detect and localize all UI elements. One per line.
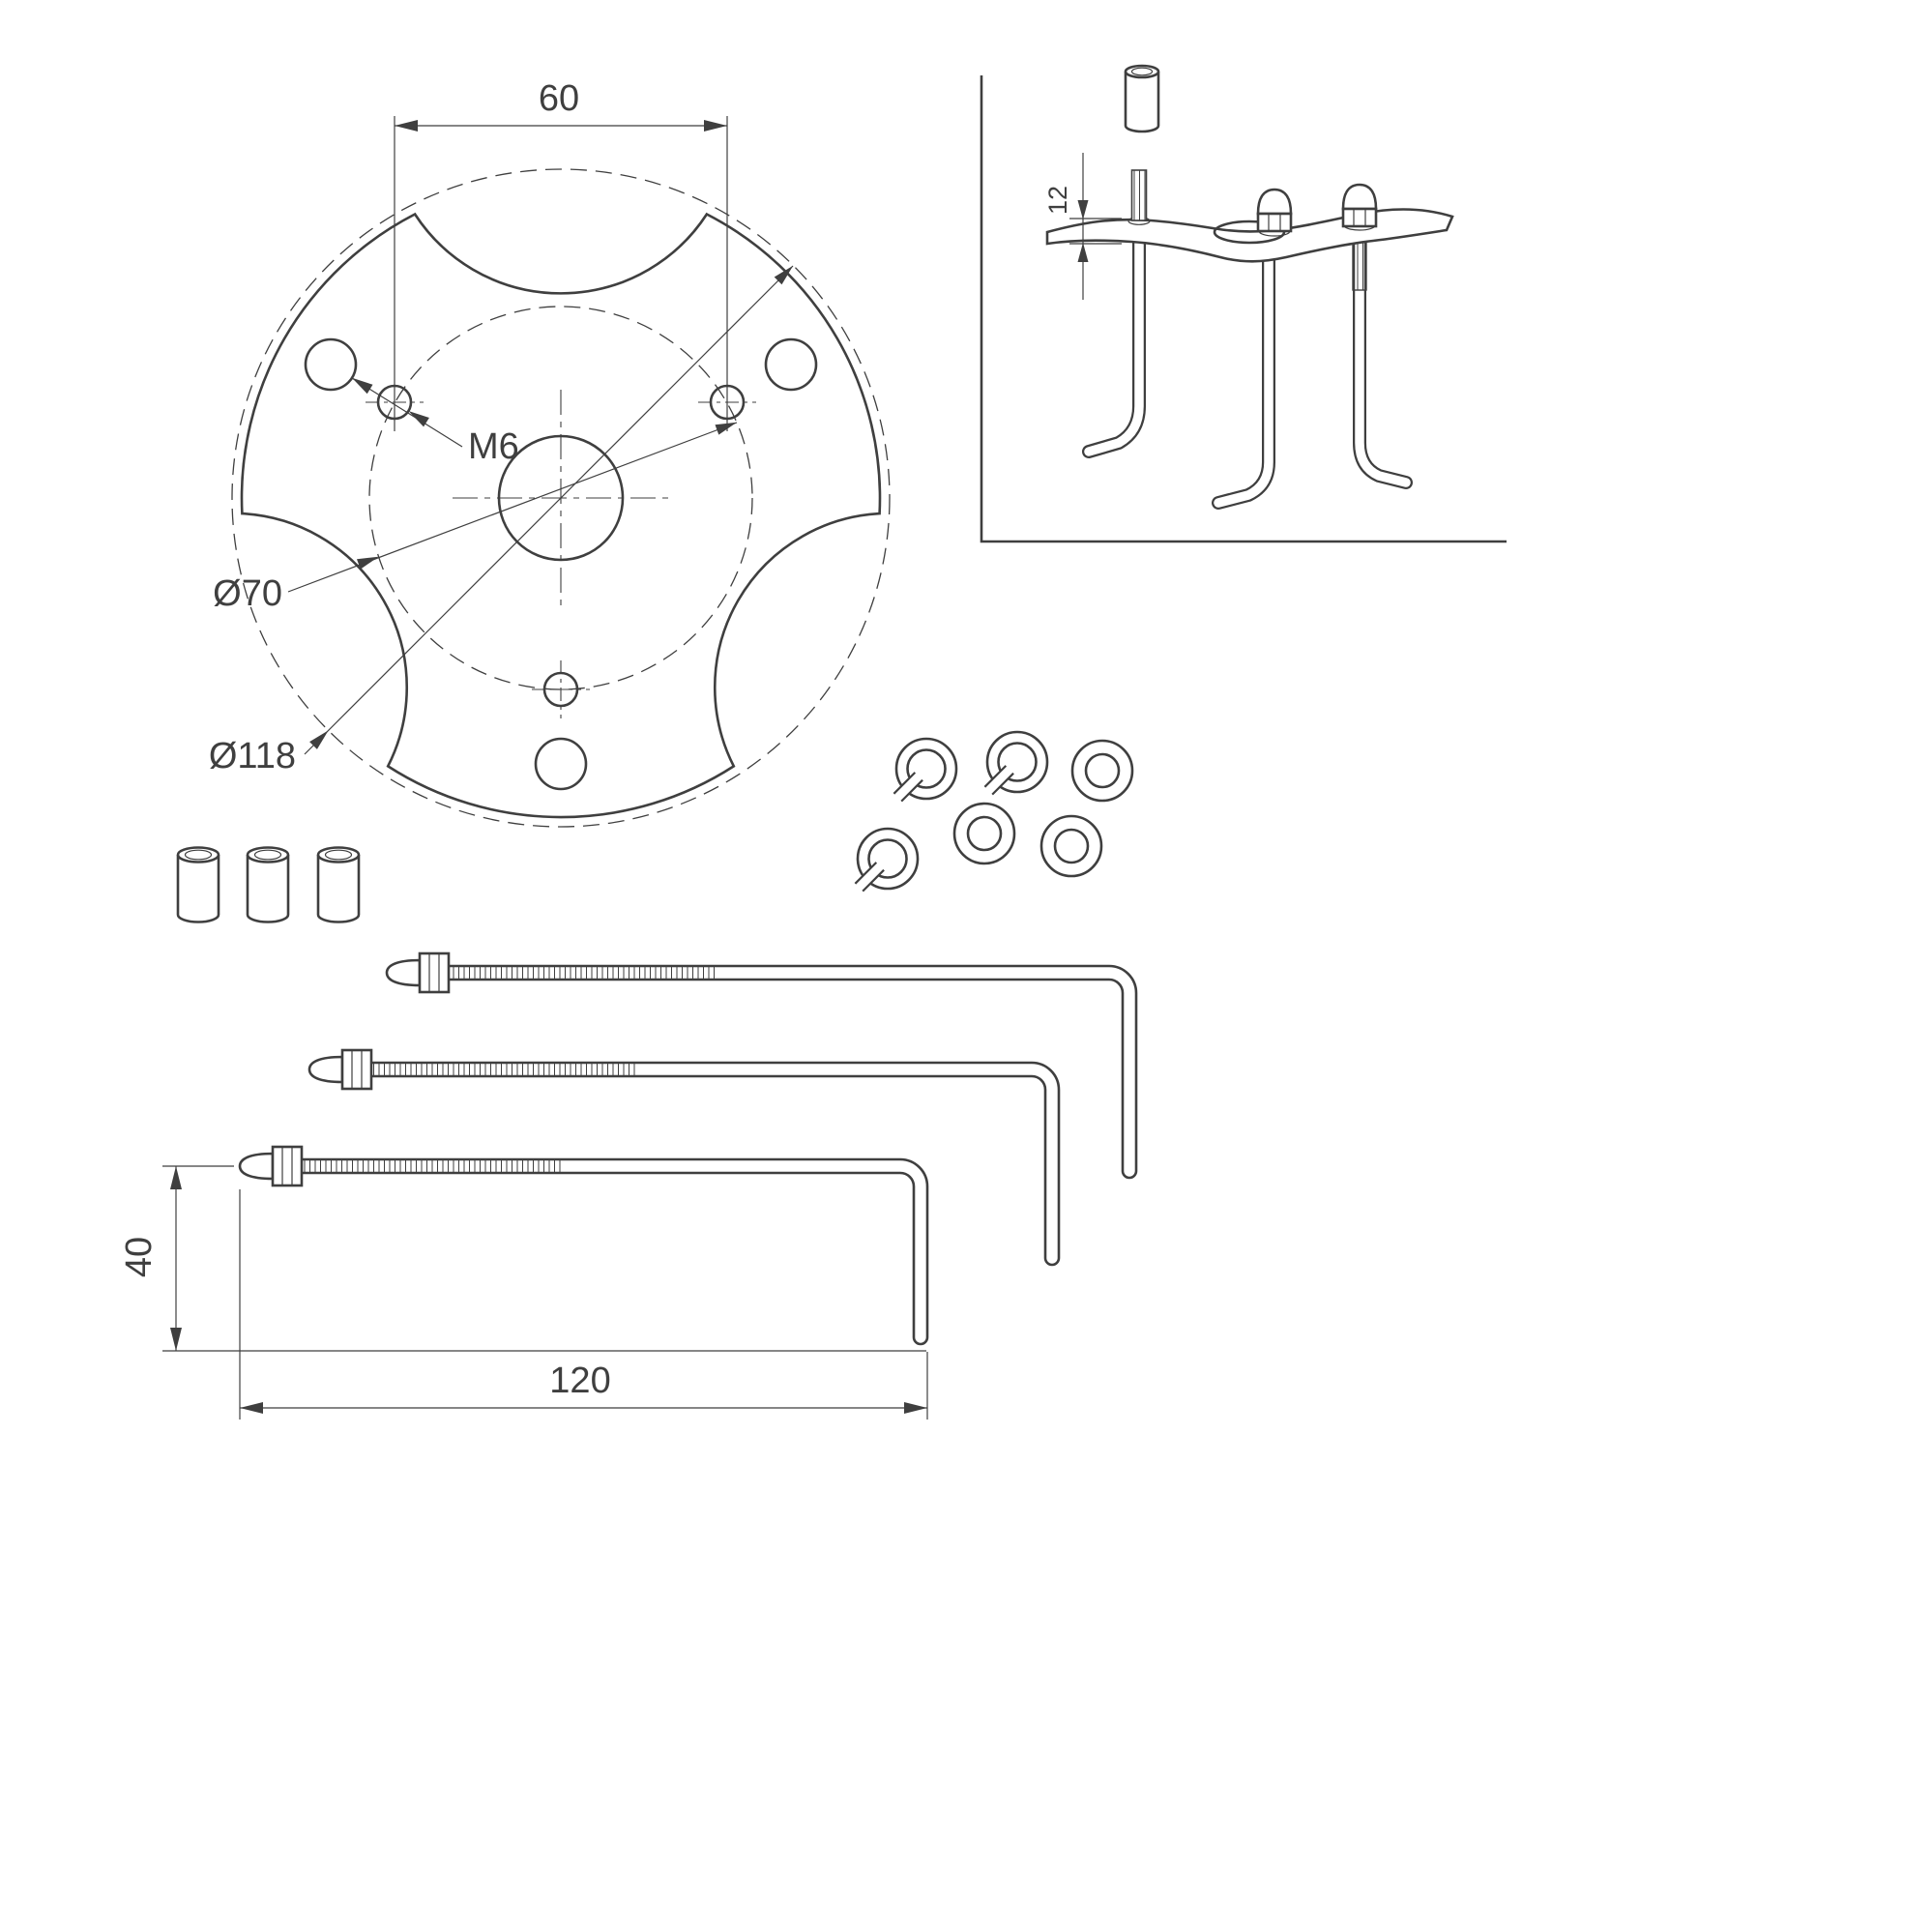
acorn-cap <box>385 958 422 987</box>
dim-40-label: 40 <box>119 1237 160 1277</box>
bolt-body <box>371 1061 1061 1267</box>
lock-washer <box>983 730 1049 796</box>
clearance-hole <box>534 737 588 791</box>
arrowhead <box>715 422 737 435</box>
washers-group <box>854 730 1134 893</box>
dim-60-label: 60 <box>539 78 579 119</box>
m6-label: M6 <box>468 426 519 467</box>
lock-washer <box>854 827 920 893</box>
iso-thread-section <box>1352 236 1367 291</box>
flat-washer <box>1070 739 1134 803</box>
arrowhead <box>309 730 329 749</box>
arrowhead <box>170 1328 182 1351</box>
spacer-sleeve <box>246 846 290 923</box>
bolt-body <box>449 964 1138 1180</box>
clearance-hole <box>304 337 358 392</box>
leader-d70: Ø70 <box>213 422 738 614</box>
anchor-bolt <box>307 1048 1061 1267</box>
dim-12-label: 12 <box>1043 186 1072 215</box>
leader-line <box>351 377 463 448</box>
iso-acorn-nut <box>1341 183 1378 228</box>
iso-acorn-nut <box>1256 188 1293 233</box>
dimension-12: 12 <box>1043 153 1122 300</box>
clearance-hole <box>764 337 818 392</box>
bracket-outline <box>240 212 882 819</box>
top-view-bracket: 60 M6 Ø70 Ø118 <box>209 78 891 828</box>
arrowhead <box>240 1402 263 1414</box>
iso-bracket-plate <box>1045 208 1454 263</box>
hex-nut <box>418 951 451 994</box>
leader-m6: M6 <box>351 377 519 467</box>
d118-label: Ø118 <box>209 736 296 776</box>
hex-nut <box>340 1048 373 1091</box>
acorn-cap <box>307 1055 344 1084</box>
dimension-40: 40 <box>119 1165 926 1352</box>
anchor-bolt <box>385 951 1138 1180</box>
bolt-body <box>302 1157 929 1346</box>
arrowhead <box>904 1402 927 1414</box>
dimension-60: 60 <box>394 78 728 431</box>
iso-assembly-view: 12 <box>980 64 1507 543</box>
iso-bolt-leg <box>1082 225 1146 458</box>
leader-d118: Ø118 <box>209 265 794 776</box>
d70-label: Ø70 <box>213 573 282 614</box>
arrowhead <box>1077 243 1089 262</box>
spacer-sleeve <box>176 846 220 923</box>
bolt-dimensions: 40 120 <box>119 1165 928 1420</box>
anchor-bolts-group <box>238 951 1138 1346</box>
spacers-group <box>176 846 361 923</box>
arrowhead <box>395 120 418 132</box>
flat-washer <box>952 802 1016 865</box>
thread-section <box>302 1159 561 1173</box>
arrowhead <box>357 556 379 570</box>
thread-section <box>371 1063 638 1076</box>
arrowhead <box>408 411 429 427</box>
iso-threaded-stud <box>1130 169 1148 221</box>
acorn-cap <box>238 1152 275 1181</box>
dim-120-label: 120 <box>549 1361 610 1401</box>
arrowhead <box>704 120 727 132</box>
iso-bolt-leg <box>1212 240 1275 510</box>
iso-spacer-sleeve <box>1124 64 1160 133</box>
leader-line <box>304 265 794 755</box>
view-frame <box>980 75 1507 543</box>
arrowhead <box>774 265 794 285</box>
iso-bolt-legs <box>1082 216 1413 510</box>
hex-nut <box>271 1145 304 1187</box>
spacer-sleeve <box>316 846 361 923</box>
outer-reference-circle <box>231 168 891 828</box>
anchor-bolt <box>238 1145 929 1346</box>
flat-washer <box>1039 814 1103 878</box>
dimension-120: 120 <box>239 1189 928 1420</box>
arrowhead <box>352 377 373 395</box>
thread-section <box>449 966 716 980</box>
lock-washer <box>893 737 958 803</box>
arrowhead <box>1077 200 1089 220</box>
pitch-reference-circle <box>368 306 753 690</box>
arrowhead <box>170 1166 182 1189</box>
